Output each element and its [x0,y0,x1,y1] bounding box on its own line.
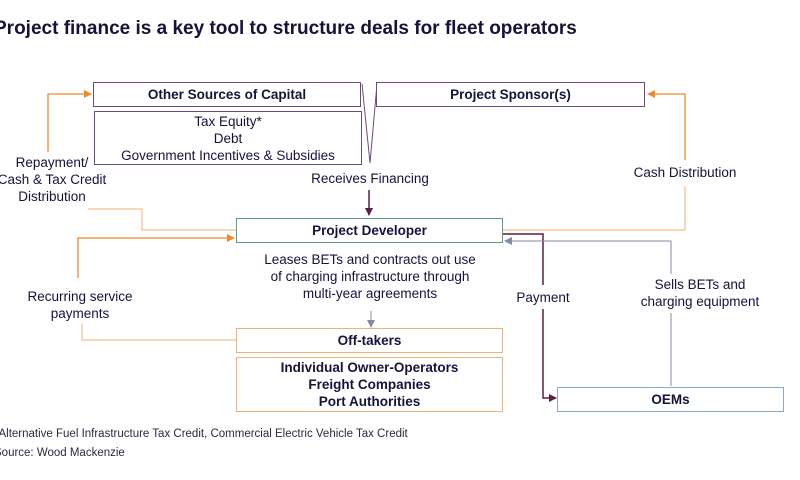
repayment-label-line-1: Repayment/ [15,155,89,170]
leases-label-line-2: of charging infrastructure through [270,269,470,284]
sells-bets-label: Sells BETs and charging equipment [620,276,780,310]
other-sources-box: Other Sources of Capital [93,82,361,107]
project-developer-box: Project Developer [236,218,503,243]
off-takers-list: Individual Owner-Operators Freight Compa… [236,357,503,412]
source-note: Source: Wood Mackenzie [0,447,125,459]
repayment-line [88,208,236,231]
repayment-label: Repayment/ Cash & Tax Credit Distributio… [0,154,112,205]
sells-arrow [504,237,672,274]
offtaker-item-port: Port Authorities [318,394,421,409]
sells-label-line-1: Sells BETs and [654,277,746,292]
payment-line [503,233,544,285]
recurring-arrow [77,234,235,278]
payment-label: Payment [516,290,570,305]
offtaker-item-freight: Freight Companies [308,377,431,392]
off-takers-box: Off-takers [236,328,503,353]
offtaker-item-owner-operators: Individual Owner-Operators [280,360,459,375]
recurring-label-line-2: payments [50,306,110,321]
repayment-label-line-3: Distribution [18,189,86,204]
capital-item-tax-equity: Tax Equity* [194,113,262,129]
capital-connector [361,83,378,164]
receives-financing-label: Receives Financing [311,171,429,186]
project-sponsor-box: Project Sponsor(s) [376,82,645,107]
recurring-line [81,324,236,341]
cash-distribution-line [503,186,686,231]
capital-item-incentives: Government Incentives & Subsidies [121,147,335,163]
cash-distribution-label: Cash Distribution [633,165,737,180]
leases-label-line-1: Leases BETs and contracts out use [264,252,476,267]
leases-label: Leases BETs and contracts out use of cha… [226,251,514,302]
page-title: Project finance is a key tool to structu… [0,18,577,39]
recurring-label-line-1: Recurring service [27,289,133,304]
oems-box: OEMs [557,387,784,412]
footnote: *Alternative Fuel Infrastructure Tax Cre… [0,428,408,440]
sells-label-line-2: charging equipment [640,294,760,309]
leases-label-line-3: multi-year agreements [302,286,438,301]
recurring-payments-label: Recurring service payments [10,288,150,322]
repayment-label-line-2: Cash & Tax Credit [0,172,107,187]
repayment-arrow [47,90,92,152]
cash-distribution-arrow [647,90,686,160]
capital-item-debt: Debt [213,130,243,146]
payment-arrow [542,309,557,402]
capital-sources-list: Tax Equity* Debt Government Incentives &… [94,111,362,165]
